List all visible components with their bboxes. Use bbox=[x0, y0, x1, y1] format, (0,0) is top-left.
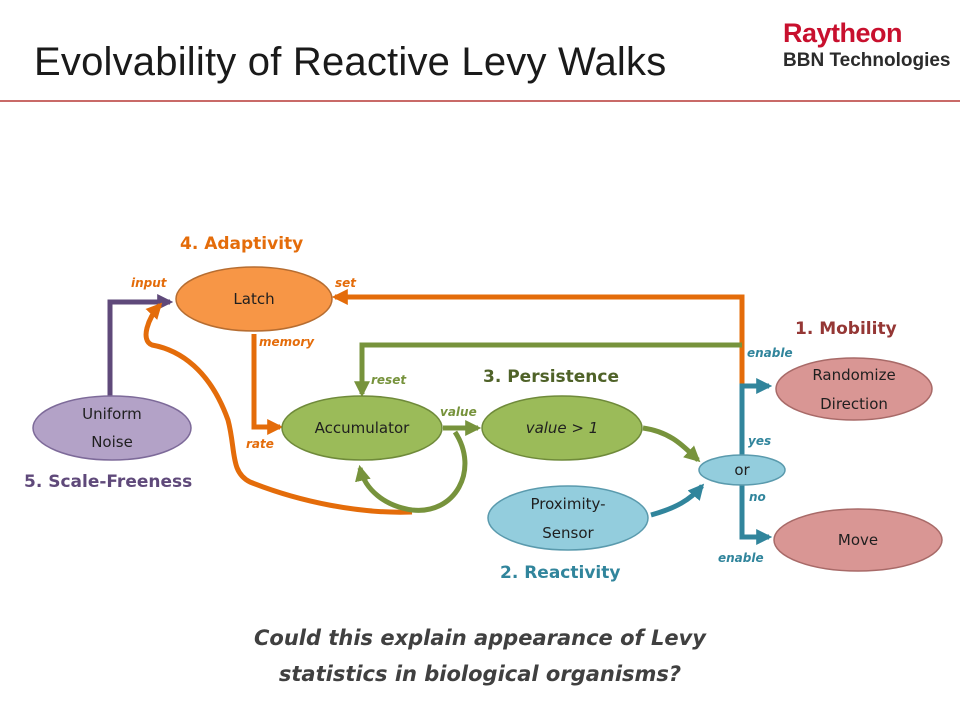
proximity-sensor-label-line2: Sensor bbox=[542, 524, 594, 542]
or-to-randomize-connector bbox=[739, 377, 773, 456]
proximity-sensor-node: Proximity- Sensor bbox=[487, 485, 649, 551]
accumulator-to-latch-curve bbox=[143, 302, 413, 515]
accumulator-node: Accumulator bbox=[281, 395, 443, 461]
threshold-label: value > 1 bbox=[526, 419, 599, 437]
move-label: Move bbox=[838, 531, 878, 549]
randomize-direction-node: Randomize Direction bbox=[775, 357, 933, 421]
question-line1: Could this explain appearance of Levy bbox=[254, 626, 706, 650]
latch-node: Latch bbox=[175, 266, 333, 332]
or-node: or bbox=[698, 454, 786, 486]
no-label: no bbox=[749, 490, 766, 504]
threshold-to-or-connector bbox=[642, 425, 701, 463]
adaptivity-heading: 4. Adaptivity bbox=[180, 234, 303, 254]
persistence-heading: 3. Persistence bbox=[483, 367, 619, 387]
reset-line-connector bbox=[353, 342, 742, 398]
proximity-sensor-label-line1: Proximity- bbox=[530, 495, 605, 513]
move-node: Move bbox=[773, 508, 943, 572]
accumulator-self-loop bbox=[355, 430, 468, 513]
accumulator-label: Accumulator bbox=[315, 419, 411, 437]
randomize-direction-label-line2: Direction bbox=[820, 395, 888, 413]
rate-label: rate bbox=[246, 437, 274, 451]
set-label: set bbox=[335, 276, 357, 290]
uniform-noise-label-line2: Noise bbox=[91, 433, 133, 451]
raytheon-logo: Raytheon bbox=[783, 18, 903, 48]
or-label: or bbox=[734, 461, 750, 479]
title-divider bbox=[0, 100, 960, 102]
scale-freeness-heading: 5. Scale-Freeness bbox=[24, 472, 192, 492]
yes-label: yes bbox=[748, 434, 771, 448]
slide-title: Evolvability of Reactive Levy Walks bbox=[34, 40, 667, 84]
memory-label: memory bbox=[259, 335, 315, 349]
uniform-noise-label-line1: Uniform bbox=[82, 405, 142, 423]
randomize-direction-label-line1: Randomize bbox=[812, 366, 895, 384]
closing-question: Could this explain appearance of Levy st… bbox=[0, 620, 960, 692]
value-label: value bbox=[440, 405, 477, 419]
noise-to-latch-connector bbox=[107, 293, 174, 404]
threshold-node: value > 1 bbox=[481, 395, 643, 461]
question-line2: statistics in biological organisms? bbox=[278, 662, 682, 686]
latch-label: Latch bbox=[233, 290, 274, 308]
or-to-move-connector bbox=[739, 484, 773, 546]
enable-top-label: enable bbox=[747, 346, 793, 360]
latch-memory-to-accumulator-connector bbox=[251, 334, 284, 436]
uniform-noise-node: Uniform Noise bbox=[32, 395, 192, 461]
reset-label: reset bbox=[371, 373, 407, 387]
reactivity-heading: 2. Reactivity bbox=[500, 563, 620, 583]
enable-bottom-label: enable bbox=[718, 551, 764, 565]
bbn-technologies-logo: BBN Technologies bbox=[783, 50, 951, 71]
input-label: input bbox=[131, 276, 168, 290]
mobility-heading: 1. Mobility bbox=[795, 319, 897, 339]
sensor-to-or-connector bbox=[650, 483, 705, 518]
